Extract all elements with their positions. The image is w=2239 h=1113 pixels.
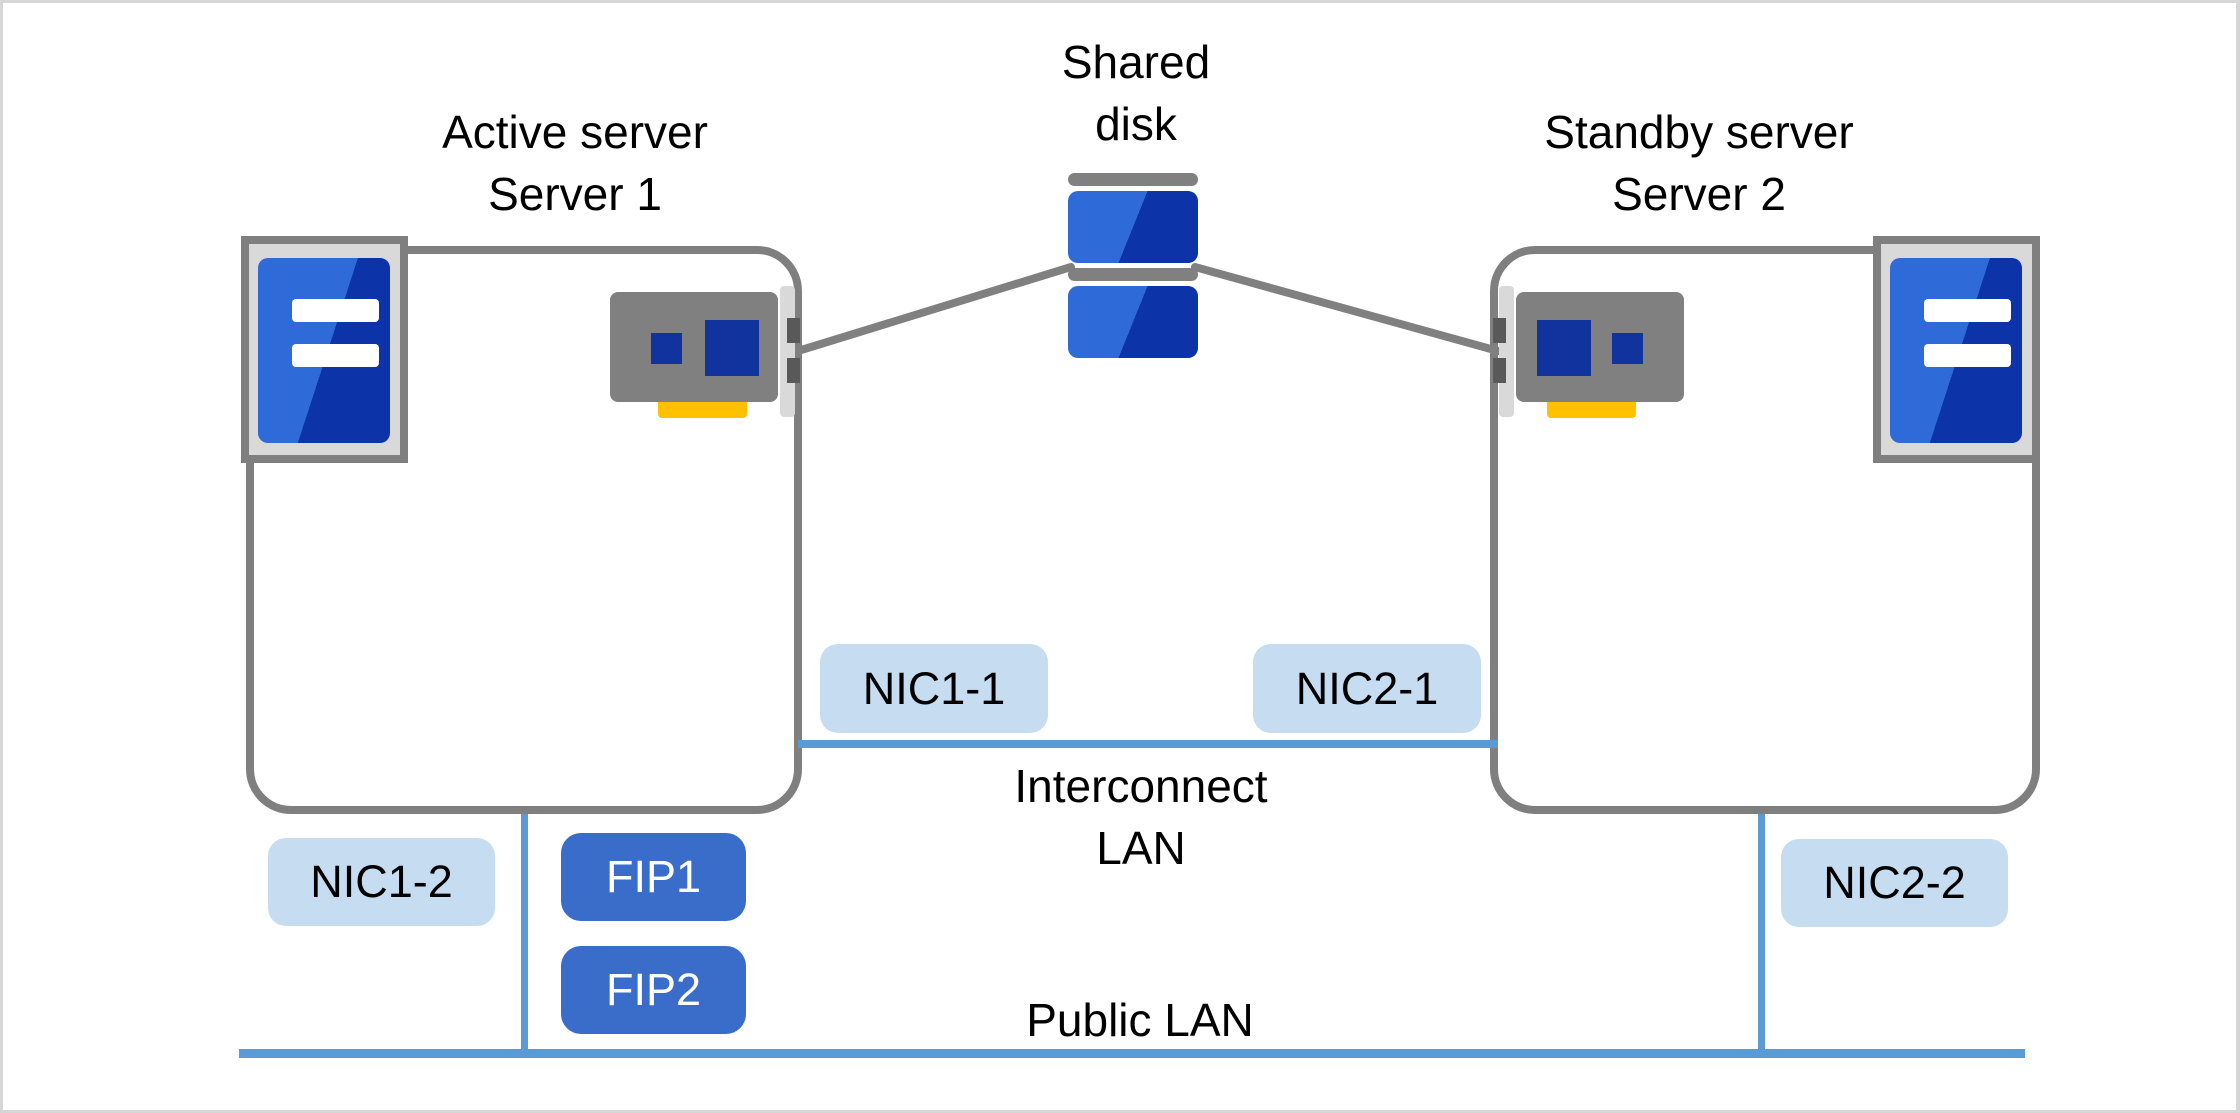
server1-nic-chip-big bbox=[705, 320, 759, 376]
server2-nic-card-icon bbox=[1493, 286, 1693, 421]
server2-tower-panel bbox=[1890, 258, 2022, 443]
nic2-2-label: NIC2-2 bbox=[1781, 839, 2008, 927]
shared-disk-title-line2: disk bbox=[1095, 98, 1177, 150]
server2-tower-slot1 bbox=[1924, 299, 2011, 322]
active-server-title: Active server Server 1 bbox=[375, 101, 775, 225]
public-lan-label: Public LAN bbox=[1026, 994, 1254, 1046]
server1-nic-port2 bbox=[787, 358, 800, 383]
server1-tower-slot2 bbox=[292, 344, 379, 367]
shared-disk-icon bbox=[1068, 173, 1198, 358]
standby-server-role: Standby server bbox=[1544, 106, 1854, 158]
server1-public-lan-drop bbox=[521, 814, 528, 1053]
fip1-badge: FIP1 bbox=[561, 833, 746, 921]
server2-tower-icon bbox=[1873, 236, 2040, 463]
server2-nic-edge-connector bbox=[1547, 402, 1636, 418]
server1-tower-slot1 bbox=[292, 299, 379, 322]
public-lan-line bbox=[239, 1049, 2025, 1058]
active-server-role: Active server bbox=[442, 106, 708, 158]
nic1-1-label: NIC1-1 bbox=[820, 644, 1048, 733]
server1-tower-icon bbox=[241, 236, 408, 463]
server1-nic-card-icon bbox=[603, 286, 803, 421]
nic2-1-label: NIC2-1 bbox=[1253, 644, 1481, 733]
interconnect-lan-label: Interconnect LAN bbox=[966, 755, 1316, 879]
server2-nic-bracket bbox=[1499, 286, 1514, 417]
standby-server-title: Standby server Server 2 bbox=[1499, 101, 1899, 225]
server2-tower-slot2 bbox=[1924, 344, 2011, 367]
shared-disk-unit1 bbox=[1068, 191, 1198, 263]
shared-disk-title-line1: Shared bbox=[1061, 36, 1211, 88]
disk-link-left bbox=[794, 263, 1075, 355]
interconnect-lan-line bbox=[798, 740, 1498, 748]
server1-nic-bracket bbox=[780, 286, 795, 417]
shared-disk-unit2 bbox=[1068, 286, 1198, 358]
interconnect-lan-label-line2: LAN bbox=[1096, 822, 1186, 874]
server2-public-lan-drop bbox=[1758, 814, 1765, 1053]
nic1-2-label: NIC1-2 bbox=[268, 838, 495, 926]
server2-nic-port2 bbox=[1493, 358, 1506, 383]
server2-nic-chip-big bbox=[1537, 320, 1591, 376]
interconnect-lan-label-line1: Interconnect bbox=[1014, 760, 1268, 812]
server1-nic-port1 bbox=[787, 318, 800, 343]
active-server-name: Server 1 bbox=[488, 168, 662, 220]
shared-disk-title: Shared disk bbox=[986, 31, 1286, 155]
server1-nic-edge-connector bbox=[658, 402, 747, 418]
disk-link-right bbox=[1191, 263, 1502, 355]
server2-nic-chip-small bbox=[1612, 333, 1643, 364]
server2-nic-port1 bbox=[1493, 318, 1506, 343]
standby-server-name: Server 2 bbox=[1612, 168, 1786, 220]
server1-nic-chip-small bbox=[651, 333, 682, 364]
shared-disk-cap-middle bbox=[1068, 268, 1198, 281]
shared-disk-cap-top bbox=[1068, 173, 1198, 186]
fip2-badge: FIP2 bbox=[561, 946, 746, 1034]
server1-tower-panel bbox=[258, 258, 390, 443]
